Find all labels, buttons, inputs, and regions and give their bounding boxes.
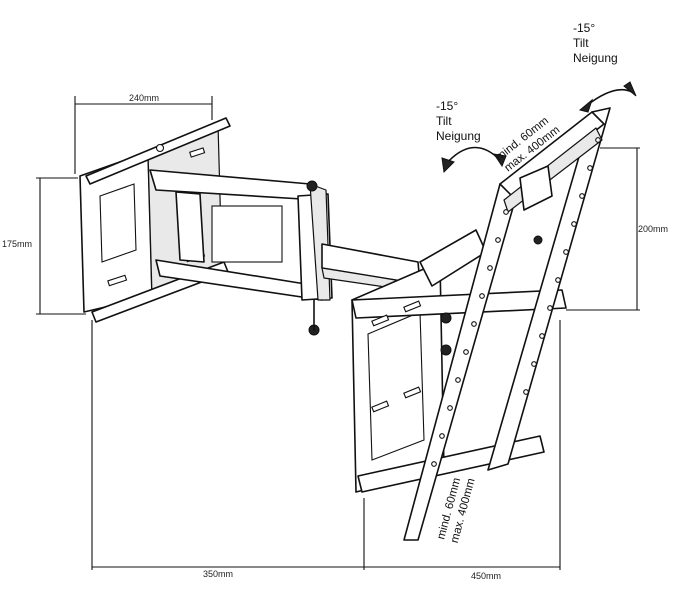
- dimension-wall-height: 175mm: [2, 177, 86, 315]
- vesa-vertical-bars: [403, 107, 611, 541]
- dim-wall-height-label: 175mm: [2, 239, 32, 249]
- dimension-depth: 350mm 450mm: [91, 320, 561, 581]
- tilt-right-de: Neigung: [573, 51, 618, 65]
- dim-depth-max-label: 450mm: [471, 571, 501, 581]
- dimension-vesa-height: 200mm: [566, 147, 668, 311]
- dim-depth-min-label: 350mm: [203, 569, 233, 579]
- tilt-right-angle: -15°: [573, 21, 595, 35]
- vesa-label-side: mind. 60mm max. 400mm: [435, 477, 477, 545]
- tilt-label-right: -15° Tilt Neigung: [573, 21, 618, 65]
- tv-bracket-frame: [351, 229, 567, 493]
- dimension-wall-width: 240mm: [74, 93, 213, 174]
- tilt-label-left: -15° Tilt Neigung: [436, 99, 481, 143]
- tilt-right-en: Tilt: [573, 36, 589, 50]
- tilt-arrow-right: [578, 81, 637, 113]
- tilt-left-de: Neigung: [436, 129, 481, 143]
- tilt-left-angle: -15°: [436, 99, 458, 113]
- dim-vesa-height-label: 200mm: [638, 224, 668, 234]
- tilt-left-en: Tilt: [436, 114, 452, 128]
- wall-plate: [79, 117, 231, 323]
- dim-wall-width-label: 240mm: [129, 93, 159, 103]
- tilt-arrow-left: [441, 146, 507, 174]
